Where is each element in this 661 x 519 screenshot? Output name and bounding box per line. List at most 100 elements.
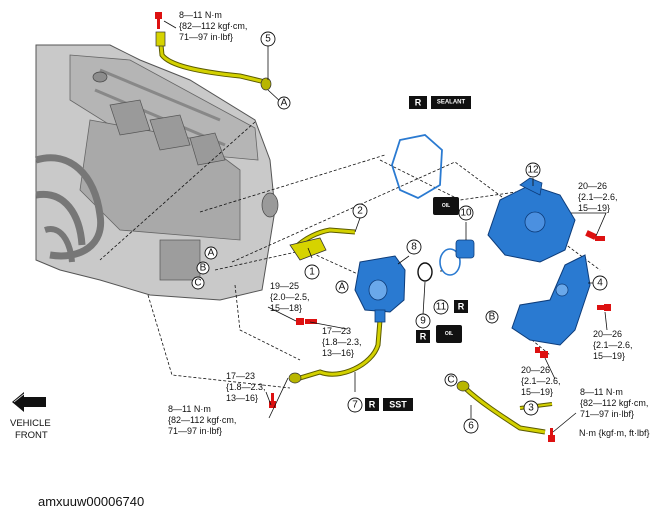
torque-spec-left-mid: 19—25 {2.0—2.5, 15—18} bbox=[270, 281, 310, 313]
torque-spec-top: 8—11 N·m {82—112 kgf·cm, 71—97 in·lbf} bbox=[179, 10, 247, 42]
svg-text:71—97 in·lbf}: 71—97 in·lbf} bbox=[168, 426, 222, 436]
svg-text:{1.8—2.3,: {1.8—2.3, bbox=[322, 337, 362, 347]
svg-text:{2.1—2.6,: {2.1—2.6, bbox=[578, 192, 618, 202]
callout-12: 12 bbox=[525, 162, 541, 178]
replace-tag-11: R bbox=[454, 300, 468, 313]
torque-spec-lower-left: 17—23 {1.8—2.3, 13—16} bbox=[226, 371, 266, 403]
callout-7: 7 bbox=[347, 397, 363, 413]
svg-text:17—23: 17—23 bbox=[226, 371, 255, 381]
bolt-lower-left bbox=[269, 393, 276, 408]
svg-text:5: 5 bbox=[265, 34, 271, 45]
torque-spec-lower-right: 8—11 N·m {82—112 kgf·cm, 71—97 in·lbf} bbox=[580, 387, 648, 419]
svg-text:3: 3 bbox=[528, 403, 534, 414]
svg-text:4: 4 bbox=[597, 278, 603, 289]
water-pump-part bbox=[487, 177, 576, 263]
svg-text:R: R bbox=[415, 98, 422, 108]
callout-3: 3 bbox=[523, 400, 539, 416]
svg-text:11: 11 bbox=[436, 302, 447, 313]
callout-4: 4 bbox=[592, 275, 608, 291]
svg-text:8—11 N·m: 8—11 N·m bbox=[179, 10, 222, 20]
bolt-lower-right bbox=[548, 428, 555, 442]
bolt-top bbox=[155, 12, 162, 29]
svg-text:12: 12 bbox=[527, 165, 539, 176]
part-number-callouts: 1 2 3 4 5 6 7 8 9 10 11 12 bbox=[260, 31, 608, 434]
svg-text:{1.8—2.3,: {1.8—2.3, bbox=[226, 382, 266, 392]
reference-letters: A A A B B C C bbox=[191, 96, 499, 387]
gasket-ring-part bbox=[439, 248, 461, 276]
svg-text:13—16}: 13—16} bbox=[226, 393, 258, 403]
svg-text:20—26: 20—26 bbox=[521, 365, 550, 375]
svg-text:{2.0—2.5,: {2.0—2.5, bbox=[270, 292, 310, 302]
callout-9: 9 bbox=[415, 313, 431, 329]
svg-text:1: 1 bbox=[309, 267, 315, 278]
svg-text:OIL: OIL bbox=[445, 331, 453, 337]
bolt-housing-left bbox=[296, 318, 317, 325]
svg-text:C: C bbox=[194, 278, 201, 289]
svg-text:OIL: OIL bbox=[442, 203, 450, 209]
svg-text:A: A bbox=[208, 248, 215, 259]
engine-block-illustration bbox=[35, 44, 279, 301]
svg-text:15—19}: 15—19} bbox=[578, 203, 610, 213]
bolts bbox=[155, 12, 611, 442]
svg-text:2: 2 bbox=[357, 206, 363, 217]
torque-spec-center-mid: 17—23 {1.8—2.3, 13—16} bbox=[322, 326, 362, 358]
torque-spec-lower-center: 20—26 {2.1—2.6, 15—19} bbox=[521, 365, 561, 397]
ref-a-housing: A bbox=[335, 280, 349, 294]
svg-text:SEALANT: SEALANT bbox=[437, 100, 466, 106]
oil-can-icon: OIL bbox=[436, 325, 462, 343]
callout-2: 2 bbox=[352, 203, 368, 219]
svg-text:15—18}: 15—18} bbox=[270, 303, 302, 313]
svg-text:6: 6 bbox=[468, 421, 474, 432]
vehicle-front-label: FRONT bbox=[15, 430, 48, 441]
vehicle-front-label: VEHICLE bbox=[10, 418, 51, 429]
svg-text:{2.1—2.6,: {2.1—2.6, bbox=[521, 376, 561, 386]
svg-text:C: C bbox=[447, 375, 454, 386]
leader-lines bbox=[163, 20, 608, 433]
thermostat-housing-part bbox=[354, 255, 406, 323]
svg-text:20—26: 20—26 bbox=[593, 329, 622, 339]
callout-10: 10 bbox=[458, 205, 474, 221]
replace-sst-tag: R SST bbox=[365, 398, 413, 411]
svg-text:8—11 N·m: 8—11 N·m bbox=[168, 404, 211, 414]
svg-text:R: R bbox=[458, 302, 465, 312]
svg-text:B: B bbox=[489, 312, 496, 323]
ref-c-engine: C bbox=[191, 276, 205, 290]
svg-text:8: 8 bbox=[411, 242, 417, 253]
bolt-bracket-right bbox=[597, 304, 611, 311]
callout-5: 5 bbox=[260, 31, 276, 47]
figure-id: amxuuw00006740 bbox=[38, 494, 145, 509]
svg-text:15—19}: 15—19} bbox=[593, 351, 625, 361]
svg-text:B: B bbox=[200, 263, 207, 274]
svg-text:{82—112 kgf·cm,: {82—112 kgf·cm, bbox=[580, 398, 648, 408]
svg-text:R: R bbox=[420, 332, 427, 342]
vehicle-front-arrow-icon bbox=[12, 392, 46, 412]
svg-text:19—25: 19—25 bbox=[270, 281, 299, 291]
torque-spec-right-top: 20—26 {2.1—2.6, 15—19} bbox=[578, 181, 618, 213]
bolt-bracket-lower bbox=[535, 347, 548, 358]
svg-text:7: 7 bbox=[352, 400, 358, 411]
thermostat-part bbox=[455, 239, 475, 259]
svg-text:{82—112 kgf·cm,: {82—112 kgf·cm, bbox=[168, 415, 236, 425]
o-ring-part bbox=[417, 262, 433, 282]
svg-text:71—97 in·lbf}: 71—97 in·lbf} bbox=[580, 409, 634, 419]
svg-text:20—26: 20—26 bbox=[578, 181, 607, 191]
svg-text:13—16}: 13—16} bbox=[322, 348, 354, 358]
bolt-pump-right bbox=[585, 230, 605, 241]
svg-text:R: R bbox=[369, 400, 376, 410]
svg-text:15—19}: 15—19} bbox=[521, 387, 553, 397]
svg-text:9: 9 bbox=[420, 316, 426, 327]
callout-11: 11 bbox=[433, 299, 449, 315]
ref-c-hose: C bbox=[444, 373, 458, 387]
ref-b-bracket: B bbox=[485, 310, 499, 324]
svg-text:10: 10 bbox=[460, 208, 472, 219]
callout-1: 1 bbox=[304, 264, 320, 280]
units-note: N·m {kgf·m, ft·lbf} bbox=[579, 428, 650, 438]
callout-8: 8 bbox=[406, 239, 422, 255]
torque-spec-bottom-left: 8—11 N·m {82—112 kgf·cm, 71—97 in·lbf} bbox=[168, 404, 236, 436]
svg-text:{2.1—2.6,: {2.1—2.6, bbox=[593, 340, 633, 350]
housing-gasket-part bbox=[391, 134, 443, 200]
oil-can-icon: OIL bbox=[433, 197, 459, 215]
svg-text:71—97 in·lbf}: 71—97 in·lbf} bbox=[179, 32, 233, 42]
ref-b-engine: B bbox=[196, 261, 210, 275]
